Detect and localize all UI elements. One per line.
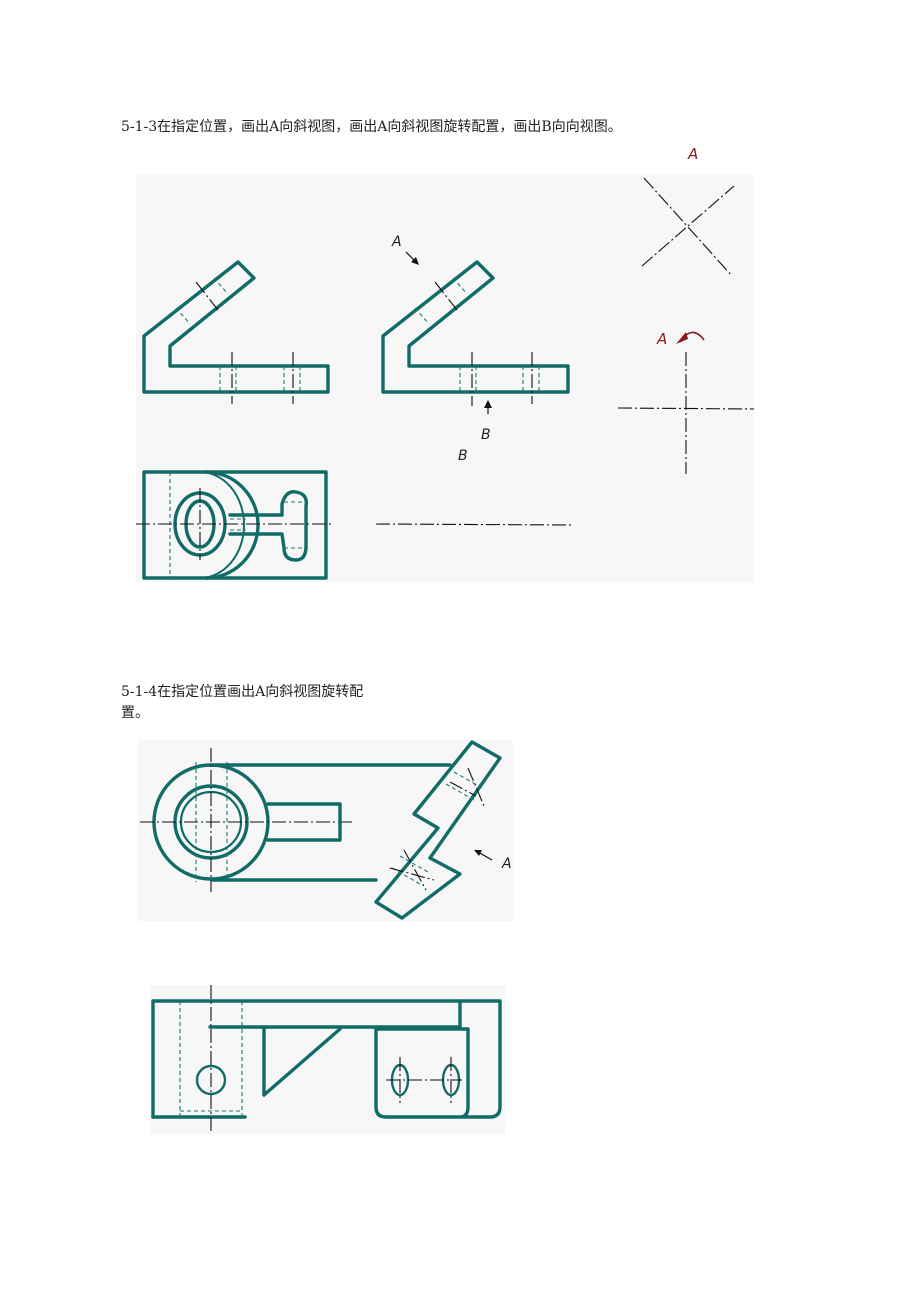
- view-b-centerline: [375, 523, 573, 526]
- question-5-1-4-text: 5-1-4在指定位置画出A向斜视图旋转配 置。: [121, 684, 364, 721]
- figure-5-1-4-bottom-drawing: [151, 985, 502, 1133]
- ring-boss-view: [140, 748, 452, 892]
- oblique-view-centerlines: [641, 177, 735, 277]
- view-label-a-top: A: [688, 145, 699, 163]
- view-arrow-a-5-1-4: A: [474, 850, 512, 872]
- figure-5-1-3-drawing: A B B A: [136, 177, 754, 580]
- arrow-a-label: A: [391, 234, 402, 250]
- arrow-a-label-5-1-4: A: [501, 856, 512, 872]
- view-arrow-a: A: [391, 234, 419, 265]
- bracket-top-view: [136, 470, 332, 580]
- figure-5-1-4-bottom: [150, 985, 505, 1134]
- figure-5-1-3: A B B A: [136, 174, 754, 582]
- rotated-view-a: A: [617, 330, 754, 474]
- question-5-1-3-text: 5-1-3在指定位置，画出A向斜视图，画出A向斜视图旋转配置，画出B向向视图。: [121, 119, 622, 135]
- figure-5-1-4-top: A: [138, 740, 513, 921]
- rotated-a-label: A: [656, 330, 667, 348]
- base-front-view: [151, 985, 502, 1133]
- inclined-arm-view: [374, 740, 502, 920]
- figure-5-1-4-top-drawing: A: [140, 740, 512, 920]
- arrow-b-label: B: [481, 427, 491, 443]
- bracket-front-view-middle: [381, 260, 570, 406]
- view-b-label: B: [458, 448, 468, 464]
- bracket-front-view-left: [142, 260, 330, 404]
- view-arrow-b: B B: [458, 400, 492, 464]
